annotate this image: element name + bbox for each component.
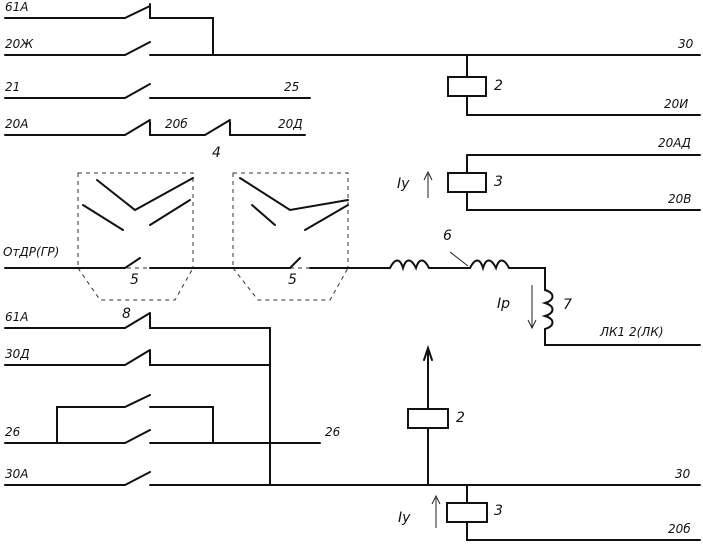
part-number: 5 bbox=[288, 272, 297, 288]
wire-label: 26 bbox=[5, 425, 21, 439]
part-number: 2 bbox=[494, 78, 503, 94]
wire-label: ОтДР(ГР) bbox=[3, 245, 60, 259]
wire-label: 61А bbox=[5, 310, 29, 324]
wire-label: 30 bbox=[678, 37, 694, 51]
current-label: Iу bbox=[398, 510, 411, 526]
wire-label: 20АД bbox=[658, 136, 691, 150]
wire-label: 21 bbox=[5, 80, 21, 94]
current-label: Iр bbox=[497, 296, 511, 312]
wire-label: 20В bbox=[668, 192, 692, 206]
current-label: Iу bbox=[397, 176, 410, 192]
wire-label: 20И bbox=[664, 97, 689, 111]
wire-label: 26 bbox=[325, 425, 341, 439]
part-number: 8 bbox=[122, 306, 131, 322]
part-number: 4 bbox=[212, 145, 221, 161]
part-number: 7 bbox=[563, 297, 572, 313]
wire-label: 30 bbox=[675, 467, 691, 481]
part-number: 2 bbox=[456, 410, 465, 426]
wire-label: 20б bbox=[165, 117, 188, 131]
wire-label: ЛК1 2(ЛК) bbox=[600, 325, 664, 339]
wire-label: 30Д bbox=[5, 347, 30, 361]
part-number: 3 bbox=[494, 174, 503, 190]
part-number: 6 bbox=[443, 228, 452, 244]
wire-label: 61А bbox=[5, 0, 29, 14]
wire-label: 20Ж bbox=[5, 37, 34, 51]
part-number: 3 bbox=[494, 503, 503, 519]
part-number: 5 bbox=[130, 272, 139, 288]
wire-label: 30А bbox=[5, 467, 29, 481]
wire-label: 20А bbox=[5, 117, 29, 131]
wire-label: 20б bbox=[668, 522, 691, 536]
wire-label: 20Д bbox=[278, 117, 303, 131]
wire-label: 25 bbox=[284, 80, 300, 94]
